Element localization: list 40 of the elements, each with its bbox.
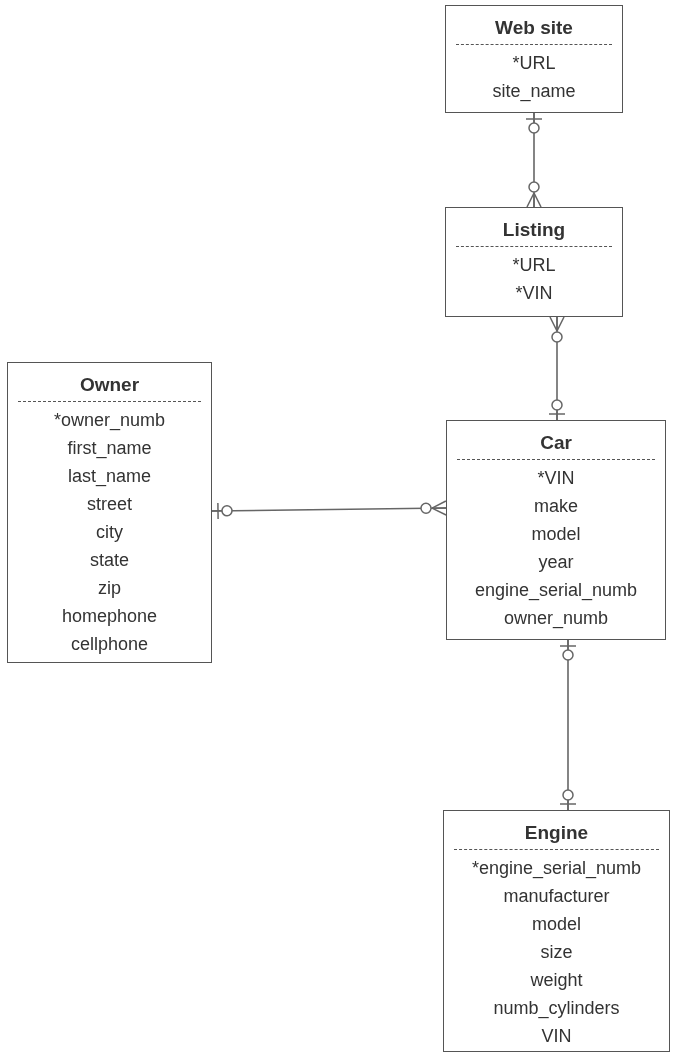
- attribute-name: site_name: [491, 80, 577, 104]
- attribute-name: *URL: [511, 52, 557, 75]
- attribute-name: model: [531, 913, 582, 936]
- attribute-name: street: [86, 493, 133, 516]
- attribute-name: first_name: [66, 437, 153, 461]
- attribute-name: size: [539, 941, 574, 964]
- entity-name: Owner: [18, 373, 201, 402]
- attribute-name: model: [530, 523, 582, 546]
- attribute-name: cellphone: [69, 633, 150, 656]
- attribute-name: homephone: [60, 605, 159, 628]
- attribute-name: state: [89, 549, 130, 572]
- attribute-name: VIN: [540, 1025, 573, 1048]
- entity-name: Engine: [454, 821, 659, 850]
- entity-name: Web site: [456, 16, 612, 45]
- entity-table: [445, 207, 623, 317]
- attribute-name: weight: [529, 969, 584, 992]
- attribute-name: city: [95, 521, 124, 544]
- entity-name: Listing: [456, 218, 612, 247]
- entity-table: [7, 362, 212, 663]
- attribute-name: zip: [97, 577, 122, 600]
- attribute-name: manufacturer: [502, 885, 611, 908]
- attribute-name: year: [537, 551, 575, 574]
- entity-table: [445, 5, 623, 113]
- entity-table: [446, 420, 666, 640]
- attribute-name: *engine_serial_numb: [470, 857, 643, 881]
- attribute-name: numb_cylinders: [492, 997, 621, 1021]
- relationship-line: [548, 316, 566, 421]
- entity-table: [443, 810, 670, 1052]
- attribute-name: *VIN: [536, 467, 576, 490]
- attribute-name: engine_serial_numb: [473, 579, 639, 603]
- relationship-line: [211, 500, 447, 520]
- attribute-name: last_name: [66, 465, 153, 489]
- attribute-name: *VIN: [514, 282, 554, 305]
- relationship-line: [525, 112, 543, 208]
- attribute-name: *URL: [511, 254, 557, 277]
- entity-name: Car: [457, 431, 655, 460]
- attribute-name: make: [533, 495, 579, 518]
- attribute-name: *owner_numb: [52, 409, 167, 433]
- relationship-line: [559, 639, 577, 811]
- attribute-name: owner_numb: [502, 607, 610, 631]
